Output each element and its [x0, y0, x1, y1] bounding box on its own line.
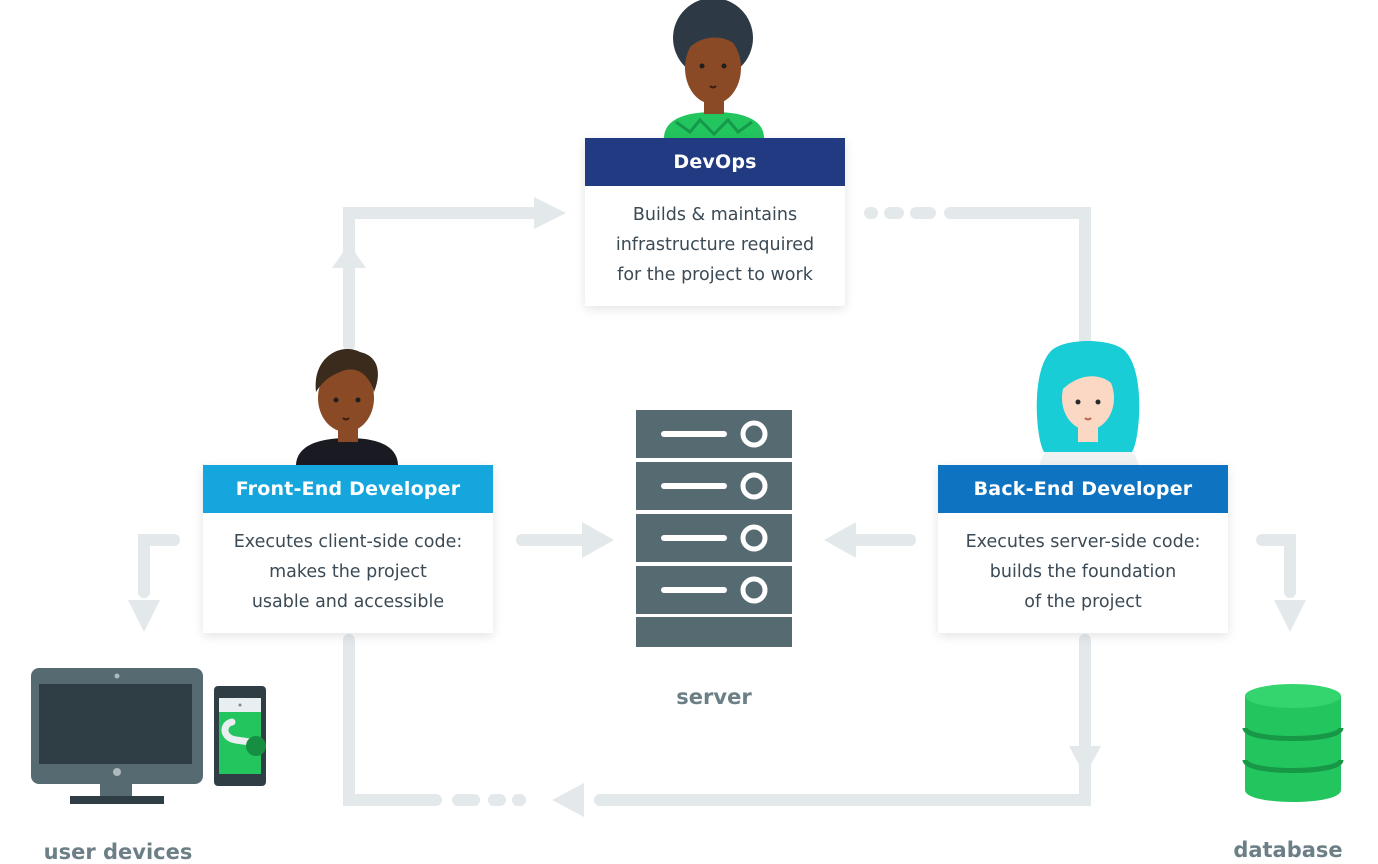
monitor-icon [31, 668, 203, 804]
devops-description: Builds & maintains infrastructure requir… [585, 186, 845, 290]
arrowhead-right-to-devops [534, 197, 566, 229]
arrowheads [128, 197, 1306, 817]
devops-description-line: Builds & maintains [632, 205, 798, 225]
arrowhead-down-to-database [1274, 600, 1306, 632]
frontend-card: Front-End Developer Executes client-side… [203, 465, 493, 633]
backend-title: Back-End Developer [938, 465, 1228, 513]
backend-avatar [1036, 341, 1140, 466]
user-devices-caption: user devices [43, 840, 193, 864]
server-caption: server [676, 685, 752, 709]
database-icon [1242, 684, 1344, 802]
server-unit-1 [636, 410, 792, 458]
monitor-and-phone-icon [31, 668, 266, 804]
frontend-description: Executes client-side code: makes the pro… [203, 513, 493, 617]
server-icon [636, 410, 792, 647]
connector-frontend-to-devops [343, 207, 541, 351]
connector-bottom-loop [594, 742, 1091, 806]
backend-card: Back-End Developer Executes server-side … [938, 465, 1228, 633]
arrowhead-up-left [332, 244, 366, 268]
frontend-description-line: usable and accessible [251, 592, 445, 612]
server-unit-2 [636, 462, 792, 510]
devops-description-line: infrastructure required [615, 235, 815, 255]
frontend-description-line: makes the project [269, 562, 427, 582]
backend-description-line: builds the foundation [989, 562, 1177, 582]
connector-backend-to-database [1256, 534, 1296, 598]
arrowhead-right-to-server [582, 522, 614, 558]
devops-card: DevOps Builds & maintains infrastructure… [585, 138, 845, 306]
backend-description-line: of the project [1024, 592, 1142, 612]
connector-frontend-down [343, 634, 442, 806]
connector-devops-to-backend [944, 207, 1091, 351]
arrowhead-left-to-server [824, 522, 856, 558]
frontend-avatar [296, 349, 398, 466]
server-unit-3 [636, 514, 792, 562]
devops-title: DevOps [585, 138, 845, 186]
arrowhead-down-right [1069, 746, 1101, 776]
backend-description-line: Executes server-side code: [965, 532, 1201, 552]
arrowhead-left-bottom [552, 783, 584, 817]
server-unit-4 [636, 566, 792, 614]
database-caption: database [1233, 838, 1343, 862]
connector-frontend-to-devices [138, 534, 180, 598]
frontend-description-line: Executes client-side code: [233, 532, 463, 552]
devops-avatar [664, 0, 764, 138]
phone-icon [214, 686, 266, 786]
frontend-title: Front-End Developer [203, 465, 493, 513]
backend-description: Executes server-side code: builds the fo… [938, 513, 1228, 617]
devops-description-line: for the project to work [617, 265, 813, 285]
arrowhead-down-to-devices [128, 600, 160, 632]
server-base [636, 617, 792, 647]
